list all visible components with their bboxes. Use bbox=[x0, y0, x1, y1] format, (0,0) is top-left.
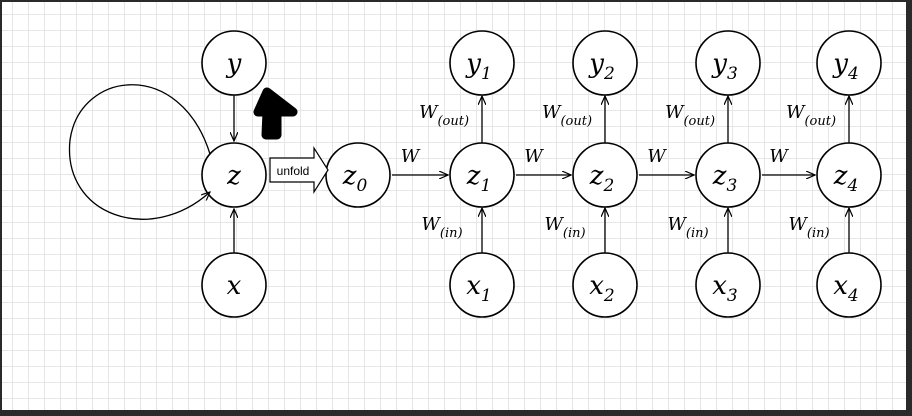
label-w-recurrent-1: W bbox=[401, 146, 421, 167]
label-w-out-1: W(out) bbox=[419, 102, 469, 129]
node-x3: x3 bbox=[695, 252, 761, 318]
node-z1-circle bbox=[449, 142, 515, 208]
node-x4-circle bbox=[816, 252, 882, 318]
label-w-recurrent-4: W bbox=[769, 146, 789, 167]
node-z2-circle bbox=[572, 142, 638, 208]
node-z4-circle bbox=[816, 142, 882, 208]
node-z2-label: z2 bbox=[589, 161, 615, 196]
node-x3-circle bbox=[695, 252, 761, 318]
node-x: x bbox=[201, 252, 267, 318]
node-x4-label: x4 bbox=[833, 271, 859, 306]
unfold-label: unfold bbox=[277, 164, 310, 178]
label-w-in-1: W(in) bbox=[421, 214, 462, 241]
node-z0-circle bbox=[325, 142, 391, 208]
label-w-out-3: W(out) bbox=[665, 102, 715, 129]
node-y2-label: y2 bbox=[588, 49, 615, 84]
node-z-label: z bbox=[226, 161, 241, 191]
node-z4: z4 bbox=[816, 142, 882, 208]
node-x1-label: x1 bbox=[466, 271, 492, 306]
weight-labels-layer: W W(out) W(in) W W(out) W(in) W W(out) W(in) W W(o… bbox=[401, 102, 836, 241]
label-w-out-4: W(out) bbox=[786, 102, 836, 129]
node-z1-label: z1 bbox=[466, 161, 492, 196]
node-z4-label: z4 bbox=[833, 161, 859, 196]
node-y1: y1 bbox=[449, 30, 515, 96]
node-z0: z0 bbox=[325, 142, 391, 208]
node-y-circle bbox=[201, 30, 267, 96]
label-w-recurrent-2: W bbox=[524, 146, 544, 167]
node-y1-circle bbox=[449, 30, 515, 96]
node-x1: x1 bbox=[449, 252, 515, 318]
node-z3: z3 bbox=[695, 142, 761, 208]
edges-layer bbox=[234, 95, 849, 253]
node-x2-label: x2 bbox=[589, 271, 615, 306]
node-y4-label: y4 bbox=[832, 49, 859, 84]
node-z1: z1 bbox=[449, 142, 515, 208]
node-y1-label: y1 bbox=[465, 49, 492, 84]
self-loop-edge bbox=[68, 84, 210, 220]
node-y4-circle bbox=[816, 30, 882, 96]
node-z2: z2 bbox=[572, 142, 638, 208]
node-y-label: y bbox=[226, 49, 242, 79]
node-z0-label: z0 bbox=[342, 161, 368, 196]
label-w-in-2: W(in) bbox=[544, 214, 585, 241]
node-y3-label: y3 bbox=[711, 49, 738, 84]
label-w-in-4: W(in) bbox=[788, 214, 829, 241]
node-y4: y4 bbox=[816, 30, 882, 96]
node-z-circle bbox=[201, 142, 267, 208]
unfold-arrow-shape bbox=[269, 145, 329, 195]
node-x3-label: x3 bbox=[712, 271, 738, 306]
node-y2-circle bbox=[572, 30, 638, 96]
node-x-circle bbox=[201, 252, 267, 318]
label-w-recurrent-3: W bbox=[647, 146, 667, 167]
node-x2-circle bbox=[572, 252, 638, 318]
node-y3: y3 bbox=[695, 30, 761, 96]
node-z3-label: z3 bbox=[712, 161, 738, 196]
nodes-layer: y z x z0 y1 z1 x1 y2 z2 x2 y3 z3 x3 y4 z4 x4 bbox=[201, 30, 882, 318]
black-up-arrow-icon bbox=[253, 87, 298, 140]
label-w-out-2: W(out) bbox=[542, 102, 592, 129]
node-x-label: x bbox=[227, 271, 242, 301]
node-z3-circle bbox=[695, 142, 761, 208]
node-x2: x2 bbox=[572, 252, 638, 318]
node-y3-circle bbox=[695, 30, 761, 96]
node-z: z bbox=[201, 142, 267, 208]
label-w-in-3: W(in) bbox=[667, 214, 708, 241]
node-x1-circle bbox=[449, 252, 515, 318]
node-x4: x4 bbox=[816, 252, 882, 318]
node-y2: y2 bbox=[572, 30, 638, 96]
node-y: y bbox=[201, 30, 267, 96]
